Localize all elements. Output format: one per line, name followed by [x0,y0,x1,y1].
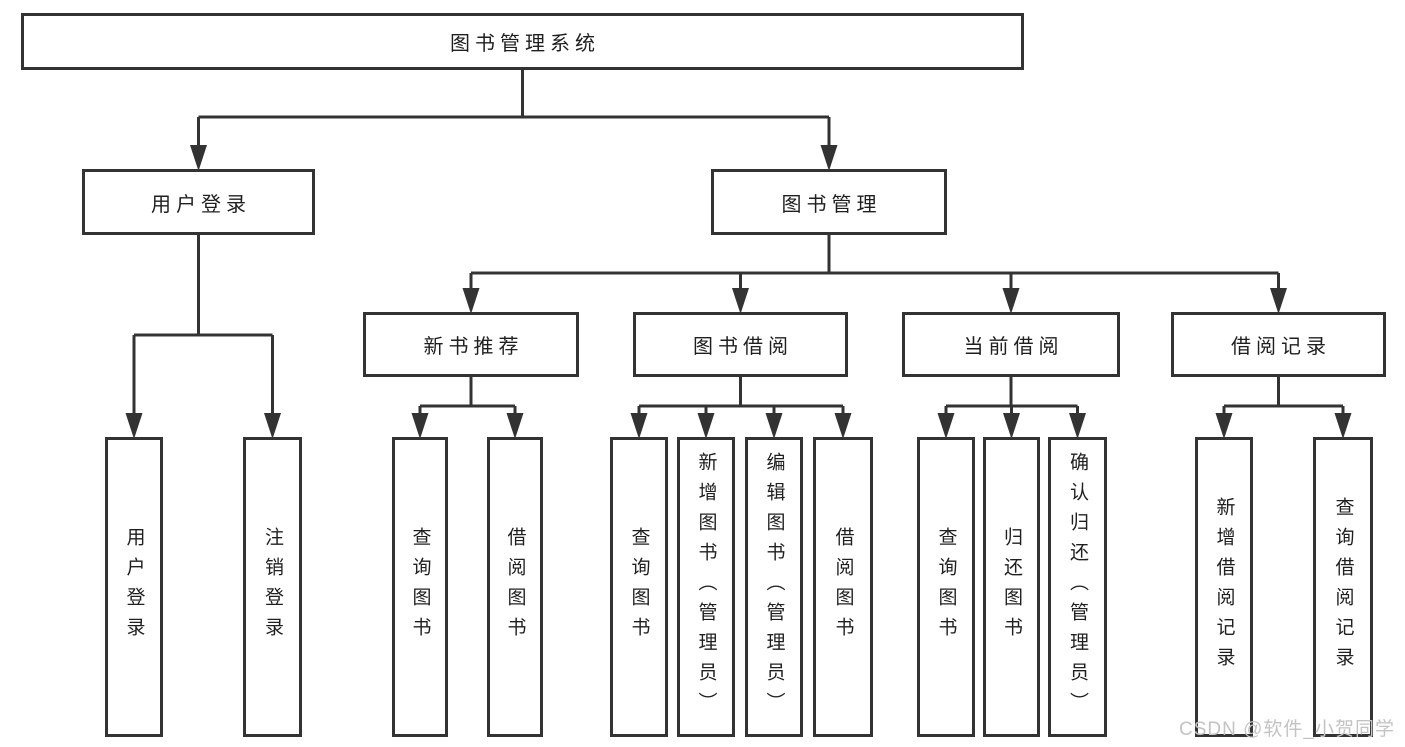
node-label-rec: 新书推荐 [423,336,524,358]
node-borrow-add: 新增图书（管理员） [677,437,735,737]
arrowhead-icon [732,288,749,314]
arrowhead-icon [264,413,281,439]
node-label-recs-add: 新增借阅记录 [1213,497,1235,677]
arrowhead-icon [1069,413,1086,439]
node-label-records: 借阅记录 [1231,336,1331,358]
node-label-current: 当前借阅 [963,336,1064,358]
node-label-rec-borrow: 借阅图书 [504,527,526,647]
arrowhead-icon [1002,288,1020,314]
arrowhead-icon [765,413,783,439]
node-cur-query: 查询图书 [917,437,975,737]
node-rec-borrow: 借阅图书 [487,437,543,737]
node-borrow-query: 查询图书 [610,437,668,737]
node-cur-return: 归还图书 [983,437,1040,737]
node-leaf-logout: 注销登录 [243,437,302,737]
arrowhead-icon [937,413,955,439]
node-current: 当前借阅 [902,312,1120,377]
arrowhead-icon [834,413,852,439]
arrowhead-icon [125,413,143,439]
node-label-cur-return: 归还图书 [1001,527,1022,647]
node-rec-query: 查询图书 [392,437,448,737]
node-label-borrow-add: 新增图书（管理员） [695,452,717,722]
arrowhead-icon [462,288,480,314]
node-recs-add: 新增借阅记录 [1195,437,1253,737]
node-borrow-lend: 借阅图书 [813,437,873,737]
node-label-cur-confirm: 确认归还（管理员） [1067,452,1088,722]
arrowhead-icon [190,145,207,171]
node-root: 图书管理系统 [21,13,1024,70]
node-leaf-login: 用户登录 [105,437,163,737]
node-label-borrow-query: 查询图书 [628,527,650,647]
node-recs-query: 查询借阅记录 [1313,437,1373,737]
node-label-leaf-login: 用户登录 [123,527,145,647]
node-label-root: 图书管理系统 [450,33,600,55]
arrowhead-icon [1003,413,1020,439]
node-label-login: 用户登录 [151,193,251,216]
node-records: 借阅记录 [1171,312,1386,377]
node-label-cur-query: 查询图书 [935,527,957,647]
arrowhead-icon [630,413,648,439]
node-mgmt: 图书管理 [711,169,947,235]
node-label-recs-query: 查询借阅记录 [1332,497,1354,677]
node-label-rec-query: 查询图书 [409,527,431,647]
node-label-borrow-edit: 编辑图书（管理员） [763,452,785,722]
arrowhead-icon [820,145,838,171]
arrowhead-icon [1215,413,1233,439]
node-rec: 新书推荐 [363,312,579,377]
node-label-borrow: 图书借阅 [693,336,793,358]
arrowhead-icon [506,413,524,439]
arrowhead-icon [411,413,429,439]
node-cur-confirm: 确认归还（管理员） [1048,437,1107,737]
arrowhead-icon [1270,288,1287,314]
node-borrow: 图书借阅 [633,312,848,377]
node-label-mgmt: 图书管理 [781,193,882,216]
node-label-leaf-logout: 注销登录 [262,527,283,647]
node-label-borrow-lend: 借阅图书 [832,527,854,647]
node-borrow-edit: 编辑图书（管理员） [745,437,803,737]
node-login: 用户登录 [82,169,315,235]
arrowhead-icon [697,413,715,439]
arrowhead-icon [1334,413,1352,439]
